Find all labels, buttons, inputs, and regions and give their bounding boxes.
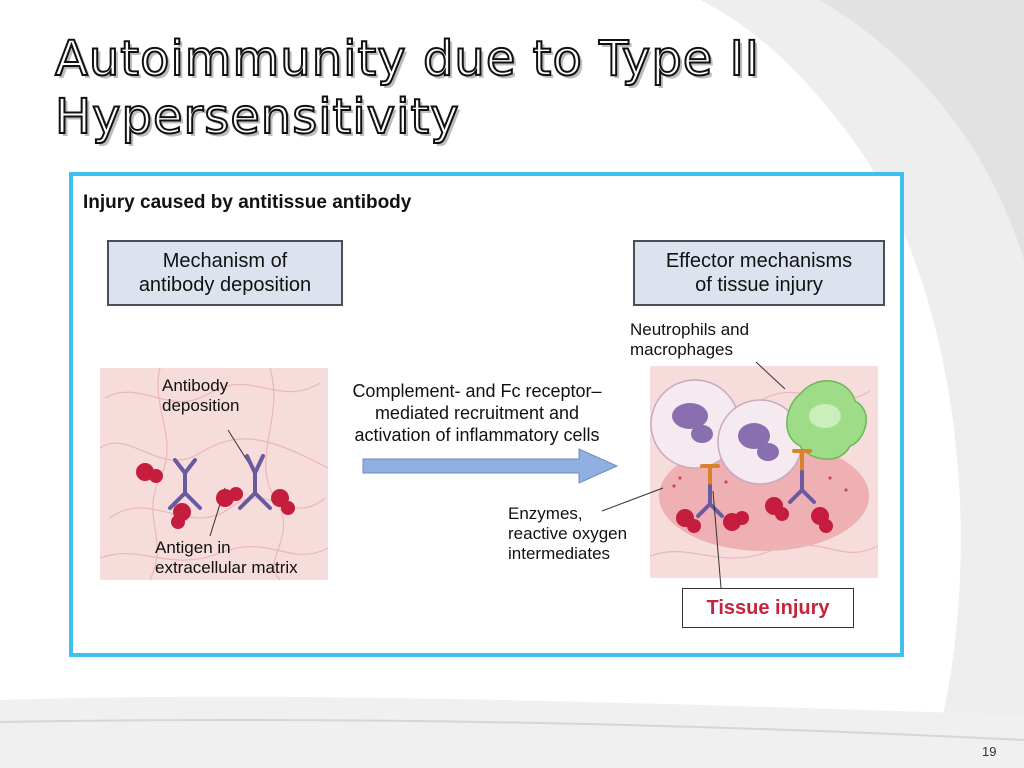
- tissue-injury-illustration: [650, 366, 878, 578]
- figure-heading: Injury caused by antitissue antibody: [83, 192, 412, 213]
- tissue-injury-box: Tissue injury: [682, 588, 854, 628]
- slide-title-line2: Hypersensitivity: [54, 88, 460, 146]
- antibody-icon: [168, 458, 202, 510]
- recruitment-label: Complement- and Fc receptor– mediated re…: [352, 381, 602, 445]
- leader-lines: [601, 361, 786, 589]
- antibody-deposition-label: Antibody deposition: [162, 376, 240, 415]
- mechanism-box-line2: antibody deposition: [138, 274, 312, 296]
- macrophage-icon: [786, 380, 867, 460]
- mechanism-box: Mechanism of antibody deposition: [107, 240, 343, 306]
- figure-frame: Injury caused by antitissue antibody Mec…: [69, 172, 904, 657]
- effector-box: Effector mechanisms of tissue injury: [633, 240, 885, 306]
- antibody-icon: [238, 454, 272, 510]
- neutrophil-icon: [717, 399, 803, 485]
- effector-box-line1: Effector mechanisms: [665, 250, 853, 272]
- effector-box-line2: of tissue injury: [695, 274, 823, 296]
- antigen-label: Antigen in extracellular matrix: [155, 538, 298, 577]
- slide-title: Autoimmunity due to Type II Hypersensiti…: [54, 30, 815, 146]
- cells-label: Neutrophils and macrophages: [630, 320, 750, 359]
- mechanism-box-line1: Mechanism of: [162, 250, 288, 272]
- antibody-deposition-illustration: [100, 368, 328, 580]
- slide-title-line1: Autoimmunity due to Type II: [54, 30, 760, 88]
- process-arrow: [362, 448, 619, 484]
- page-number: 19: [982, 744, 997, 759]
- enzymes-label: Enzymes, reactive oxygen intermediates: [508, 504, 628, 563]
